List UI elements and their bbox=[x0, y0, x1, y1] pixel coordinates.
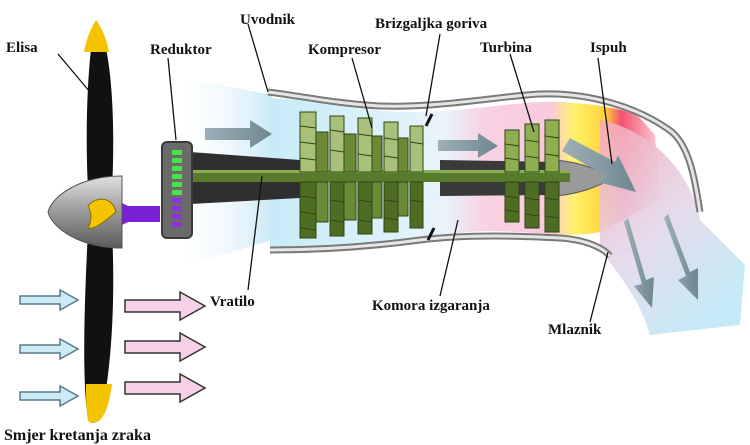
propeller-tip-lower bbox=[86, 384, 112, 423]
label-reduktor: Reduktor bbox=[150, 42, 212, 58]
label-turbina: Turbina bbox=[480, 40, 532, 56]
label-kompresor: Kompresor bbox=[308, 42, 381, 58]
label-komora: Komora izgaranja bbox=[372, 298, 490, 314]
accelerated-air-arrows bbox=[125, 292, 205, 402]
label-mlaznik: Mlaznik bbox=[548, 322, 602, 338]
label-ispuh: Ispuh bbox=[590, 40, 627, 56]
incoming-air-arrows bbox=[20, 290, 78, 406]
label-vratilo: Vratilo bbox=[210, 294, 255, 310]
label-smjer: Smjer kretanja zraka bbox=[4, 427, 151, 444]
label-brizgaljka: Brizgaljka goriva bbox=[375, 16, 488, 32]
propeller-tip-upper bbox=[84, 20, 109, 52]
label-uvodnik: Uvodnik bbox=[240, 12, 296, 28]
label-elisa: Elisa bbox=[6, 40, 38, 56]
